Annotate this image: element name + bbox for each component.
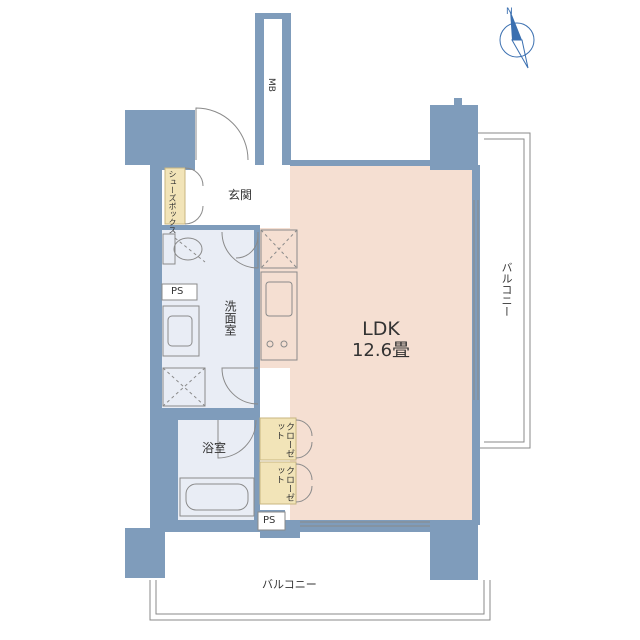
closet-cabinet-1 [259,417,297,461]
entrance-floor [196,165,290,225]
kitchen-strip [258,228,298,368]
stove-icon [266,340,288,348]
washer-space-icon [162,367,206,407]
washroom-floor [162,228,258,410]
ps-label-1: PS [171,286,184,297]
svg-text:N: N [506,7,513,17]
ldk-floor [290,165,472,520]
ps-label-2: PS [263,515,276,526]
entrance-label: 玄関 [228,188,253,202]
closet-label-1: クローゼット [274,422,294,458]
closet-label-2: クローゼット [274,466,294,502]
ps-box-2 [257,511,286,531]
washroom-label: 洗面室 [223,300,237,336]
door-swing-icon [184,107,313,503]
ps-box-1 [161,283,198,301]
balcony-outline-side [478,132,531,449]
mb-label: MB [266,78,276,92]
toilet-icon [162,233,206,265]
balcony-outline-bottom [149,580,491,621]
window-lines [300,200,479,527]
sink-icon [162,305,200,357]
bathroom-label: 浴室 [202,441,227,455]
shoe-box-cabinet [164,167,186,225]
walls [125,13,480,580]
shoe-box-label: シューズボックス [168,170,177,234]
ldk-label: LDK 12.6畳 [326,318,436,362]
balcony-side-label: バルコニー [500,262,513,317]
ldk-size: 12.6畳 [351,340,411,361]
kitchen-counter [260,271,298,361]
ldk-name: LDK [362,318,400,340]
fridge-space-icon [260,229,298,269]
closet-cabinet-2 [259,461,297,505]
bathroom-floor [178,420,256,520]
compass-icon: N [499,7,535,69]
bathtub-icon [179,477,255,517]
balcony-bottom-label: バルコニー [262,578,317,591]
